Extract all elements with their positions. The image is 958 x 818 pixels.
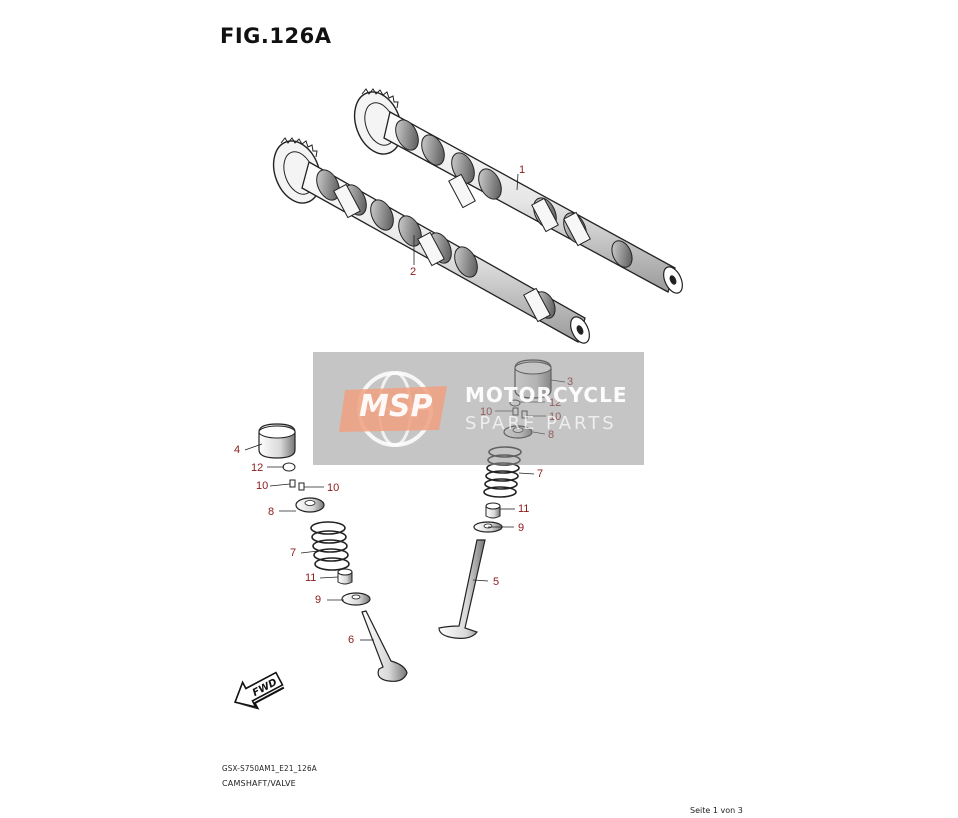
- callout-11-right: 11: [518, 503, 530, 515]
- leader-lines: [244, 173, 566, 641]
- page-indicator: Seite 1 von 3: [690, 806, 743, 815]
- valve-assembly-left: [258, 423, 408, 682]
- camshaft-1: [353, 88, 683, 294]
- callout-4: 4: [234, 444, 241, 456]
- callout-1: 1: [519, 164, 526, 176]
- callout-7-right: 7: [537, 468, 544, 480]
- figure-description: CAMSHAFT/VALVE: [222, 779, 296, 788]
- callout-9-left: 9: [315, 594, 322, 606]
- watermark-line-2: SPARE PARTS: [465, 413, 617, 434]
- callout-6: 6: [348, 634, 355, 646]
- fwd-arrow-icon: FWD: [233, 671, 285, 710]
- callout-2: 2: [410, 266, 417, 278]
- callout-10-left-a: 10: [256, 480, 269, 492]
- watermark-logo-icon: [339, 371, 447, 447]
- camshaft-2: [272, 137, 590, 344]
- callout-9-right: 9: [518, 522, 525, 534]
- watermark-line-1: MOTORCYCLE: [465, 383, 628, 407]
- callout-12-left: 12: [251, 462, 264, 474]
- callout-11-left: 11: [305, 572, 317, 584]
- figure-title: FIG.126A: [220, 24, 332, 48]
- callout-5: 5: [493, 576, 500, 588]
- watermark-logo-text: MSP: [359, 389, 433, 424]
- callout-10-left-b: 10: [327, 482, 340, 494]
- callout-8-left: 8: [268, 506, 275, 518]
- callout-7-left: 7: [290, 547, 297, 559]
- model-code: GSX-S750AM1_E21_126A: [222, 764, 317, 773]
